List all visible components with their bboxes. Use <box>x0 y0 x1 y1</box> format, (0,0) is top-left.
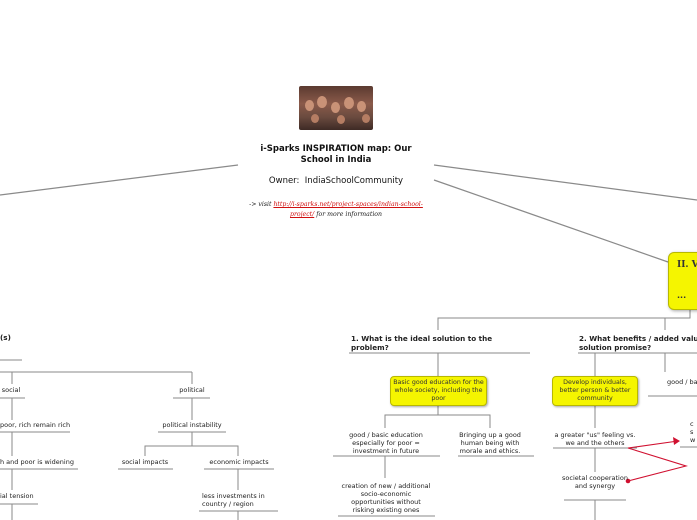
node-right-cut[interactable]: c s w <box>690 420 696 444</box>
visit-note: -> visit http://i-sparks.net/project-spa… <box>246 200 426 220</box>
owner-name: IndiaSchoolCommunity <box>304 176 404 186</box>
relationship-arrow <box>627 440 689 482</box>
node-political[interactable]: political <box>179 386 205 394</box>
owner-line: Owner: IndiaSchoolCommunity <box>246 176 426 187</box>
node-basic-education[interactable]: Basic good education for the whole socie… <box>390 376 487 406</box>
central-title[interactable]: i-Sparks INSPIRATION map: Our School in … <box>260 144 412 165</box>
node-bringing-up[interactable]: Bringing up a good human being with mora… <box>459 431 521 455</box>
branch-right-top-line <box>433 164 697 201</box>
branch-right-line <box>433 179 669 263</box>
node-develop-individuals[interactable]: Develop individuals, better person & bet… <box>552 376 638 406</box>
branch-two-node[interactable]: II. V ... <box>668 252 697 310</box>
node-political-instability[interactable]: political instability <box>162 421 222 429</box>
question-two[interactable]: 2. What benefits / added valu solution p… <box>579 334 697 352</box>
node-social[interactable]: social <box>1 386 21 394</box>
visit-prefix: -> visit <box>249 201 272 208</box>
node-creation[interactable]: creation of new / additional socio-econo… <box>341 482 431 514</box>
branch-left-line <box>0 164 239 196</box>
left-header[interactable]: (s) <box>0 333 11 342</box>
node-social-impacts[interactable]: social impacts <box>121 458 169 466</box>
node-societal-cooperation[interactable]: societal cooperation and synergy <box>562 474 628 490</box>
owner-label: Owner: <box>268 176 300 186</box>
node-less-investments[interactable]: less investments in country / region <box>202 492 265 508</box>
question-one[interactable]: 1. What is the ideal solution to the pro… <box>351 334 493 352</box>
visit-suffix: for more information <box>316 211 383 218</box>
node-greater-us[interactable]: a greater "us" feeling vs. we and the ot… <box>554 431 636 447</box>
branch-two-label: II. V <box>677 260 697 270</box>
node-poor-rich[interactable]: poor, rich remain rich <box>0 421 71 429</box>
node-social-tension[interactable]: ial tension <box>0 492 34 500</box>
node-gap-widening[interactable]: h and poor is widening <box>0 458 74 466</box>
visit-link[interactable]: http://i-sparks.net/project-spaces/india… <box>273 201 423 218</box>
central-photo <box>299 86 373 130</box>
branch-two-ellipsis: ... <box>677 291 687 300</box>
node-economic-impacts[interactable]: economic impacts <box>209 458 269 466</box>
node-good-ba[interactable]: good / ba <box>667 378 697 386</box>
node-good-basic-education[interactable]: good / basic education especially for po… <box>349 431 423 455</box>
